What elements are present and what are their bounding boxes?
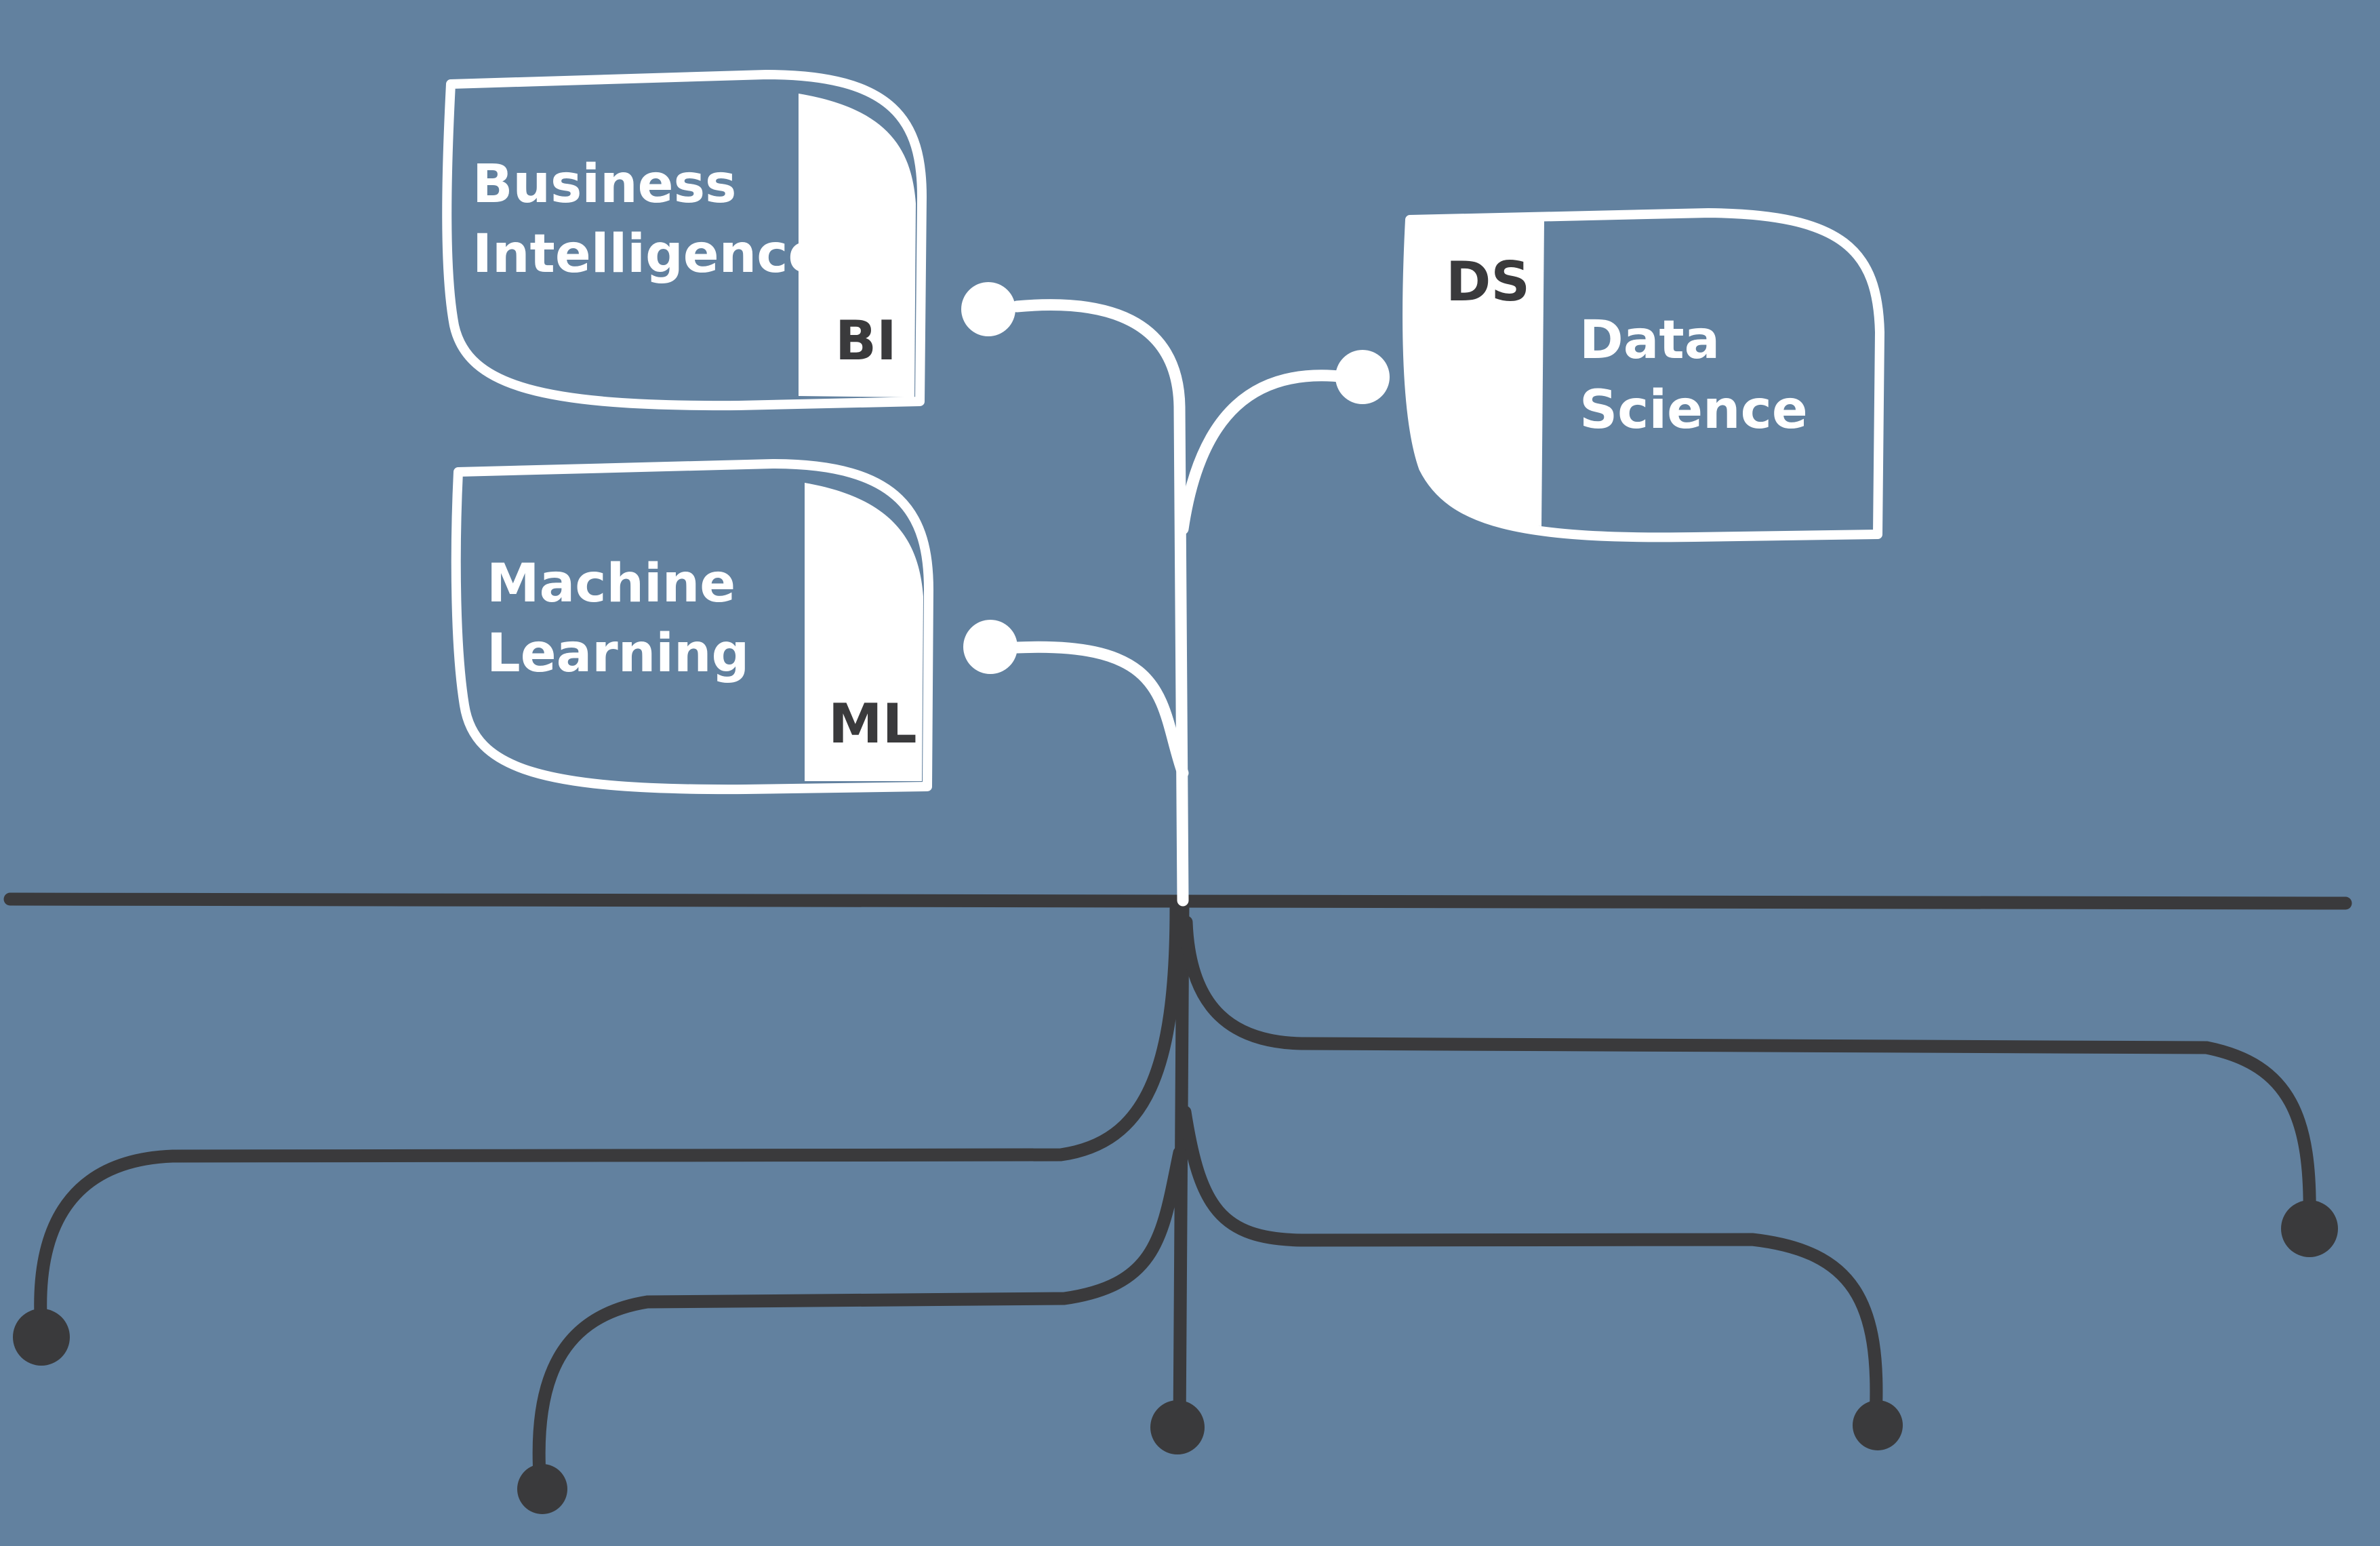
ds-abbr-panel — [1409, 220, 1544, 526]
bi-title-line1: Business — [472, 154, 736, 215]
bi-box-outline — [442, 70, 927, 411]
ml-box-outline — [451, 459, 933, 795]
root-node-right-upper — [2281, 1200, 2338, 1257]
ml-node: Machine Learning ML — [451, 459, 933, 795]
root-mid-left — [532, 1146, 1186, 1492]
ds-box-outline — [1403, 208, 1884, 542]
bi-title-line2: Intelligence — [472, 224, 824, 285]
ml-title-line2: Learning — [487, 623, 749, 684]
node-ds-connector — [1335, 350, 1390, 404]
root-node-center — [1150, 1400, 1205, 1454]
root-right-upper — [1179, 915, 2316, 1227]
ds-node: DS Data Science — [1403, 208, 1884, 542]
tree-branches — [1011, 299, 1352, 907]
ds-title-line1: Data — [1579, 310, 1720, 371]
root-right-lower — [1178, 1105, 1883, 1424]
ml-abbr-panel — [805, 483, 923, 781]
root-node-far-left — [13, 1309, 70, 1366]
branch-ds — [1177, 370, 1352, 535]
node-ml-connector — [963, 620, 1017, 674]
bi-abbr-panel — [799, 94, 916, 397]
root-node-right-lower — [1853, 1400, 1903, 1450]
ml-abbr: ML — [828, 692, 917, 755]
ds-abbr: DS — [1446, 250, 1530, 313]
ds-title-line2: Science — [1579, 380, 1808, 441]
root-end-nodes — [13, 1200, 2338, 1514]
root-far-left — [34, 902, 1183, 1322]
tree-trunk — [1011, 299, 1189, 907]
root-network — [3, 892, 2352, 1492]
bi-abbr: BI — [835, 309, 897, 372]
branch-ml — [1011, 641, 1189, 779]
bi-node: Business Intelligence BI — [442, 70, 927, 411]
ml-title-line1: Machine — [487, 553, 735, 614]
root-node-mid-left — [517, 1464, 567, 1514]
node-bi-connector — [961, 282, 1015, 336]
tree-nodes — [961, 282, 1390, 674]
